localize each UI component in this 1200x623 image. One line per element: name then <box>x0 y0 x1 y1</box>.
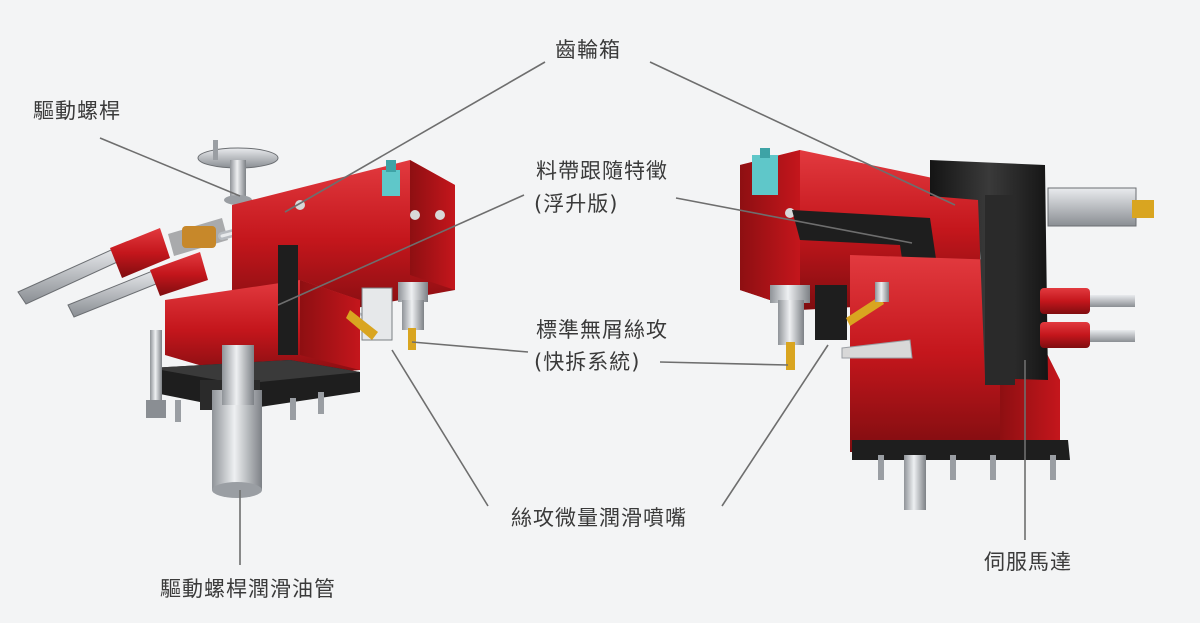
leader-lines <box>99 61 1026 565</box>
std-tap-sub-label: (快拆系統) <box>534 350 641 374</box>
left-machine <box>17 140 455 498</box>
gearbox-label: 齒輪箱 <box>555 38 621 62</box>
tape-follow-label: 料帶跟隨特徵 <box>536 159 668 183</box>
tape-follow-sub-label: (浮升版) <box>534 192 619 216</box>
drive-screw-label: 驅動螺桿 <box>33 99 121 123</box>
std-tap-label: 標準無屑絲攻 <box>536 318 668 342</box>
lube-nozzle-label: 絲攻微量潤滑噴嘴 <box>511 506 687 530</box>
screw-oil-pipe-label: 驅動螺桿潤滑油管 <box>160 577 336 601</box>
servo-motor-label: 伺服馬達 <box>984 550 1072 574</box>
right-machine <box>740 148 1154 510</box>
